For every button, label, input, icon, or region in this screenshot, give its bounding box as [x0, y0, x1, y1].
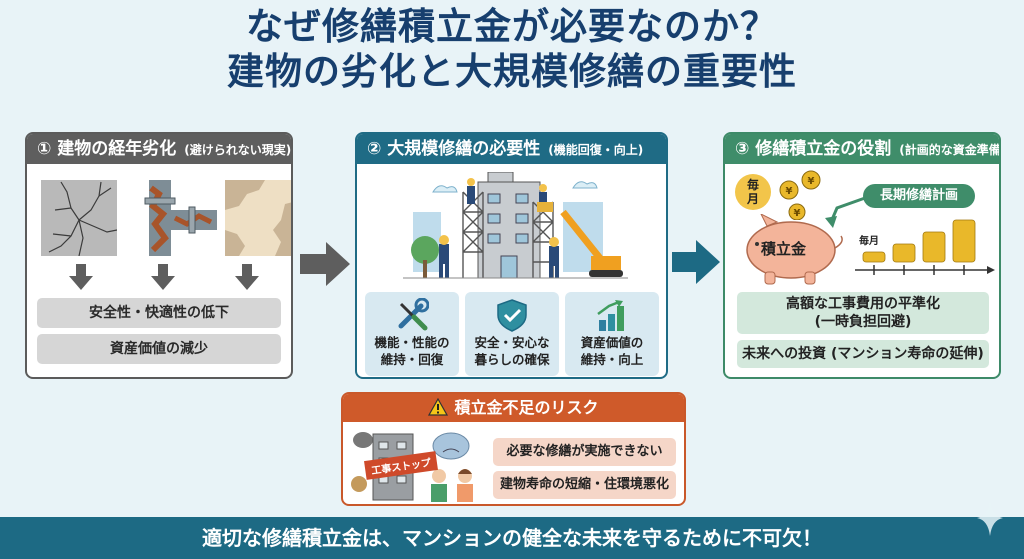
feature-3-line-2: 維持・向上 [580, 352, 644, 367]
title-line-2: 建物の劣化と大規模修繕の重要性 [227, 50, 797, 93]
section-2-subheading: (機能回復・向上) [548, 143, 644, 157]
shield-check-icon [497, 299, 527, 332]
piggy-bank-label: 積立金 [761, 240, 807, 258]
cracked-concrete-image [41, 180, 117, 256]
result-safety-decline: 安全性・快適性の低下 [37, 298, 281, 328]
section-1-header: ① 建物の経年劣化 (避けられない現実) [27, 134, 291, 164]
right-arrow-icon [672, 240, 720, 284]
title-line-1: なぜ修繕積立金が必要なのか？ [246, 5, 778, 48]
section-1-subheading: (避けられない現実) [184, 143, 292, 157]
feature-function-maintenance: 機能・性能の 維持・回復 [365, 292, 459, 376]
risk-shortened-lifespan: 建物寿命の短縮・住環境悪化 [493, 471, 676, 499]
svg-text:¥: ¥ [808, 176, 815, 187]
section-1-heading: ① 建物の経年劣化 [37, 139, 177, 159]
coin-stacks-growth [855, 219, 995, 275]
deterioration-images [41, 180, 291, 258]
warning-icon [428, 397, 449, 416]
benefit-cost-leveling: 高額な工事費用の平準化 (一時負担回避) [737, 292, 989, 334]
yen-coins-icon: ¥¥¥ [779, 170, 821, 220]
section-3-heading: ③ 修繕積立金の役割 [735, 139, 892, 159]
right-arrow-icon [300, 242, 350, 286]
section-insufficient-fund-risk: 積立金不足のリスク 工事ストップ 必要な修繕が実施できない 建物寿命の短縮・住環… [341, 392, 686, 506]
section-reserve-fund-role: ③ 修繕積立金の役割 (計画的な資金準備) 毎月 ¥¥¥ 積立金 長期修繕計画 … [723, 132, 1001, 379]
feature-1-line-2: 維持・回復 [380, 352, 444, 367]
curved-arrow-icon [825, 196, 866, 228]
feature-3-line-1: 資産価値の [580, 335, 644, 350]
feature-2-line-2: 暮らしの確保 [474, 352, 550, 367]
footer-message: 適切な修繕積立金は、マンションの健全な未来を守るために不可欠！ [202, 526, 822, 550]
piggy-bank-icon [746, 214, 843, 285]
result-asset-value-decline: 資産価値の減少 [37, 334, 281, 364]
monthly-badge: 毎月 [735, 174, 771, 210]
feature-asset-value: 資産価値の 維持・向上 [565, 292, 659, 376]
feature-safety-security: 安全・安心な 暮らしの確保 [465, 292, 559, 376]
section-building-deterioration: ① 建物の経年劣化 (避けられない現実) 安全性・快適性の低下 資産価値の減少 [25, 132, 293, 379]
feature-1-line-1: 機能・性能の [374, 335, 450, 350]
section-2-header: ② 大規模修繕の必要性 (機能回復・向上) [357, 134, 666, 164]
risk-heading: 積立金不足のリスク [454, 398, 599, 417]
peeling-wall-image [225, 180, 291, 256]
svg-text:¥: ¥ [786, 186, 793, 197]
risk-header: 積立金不足のリスク [343, 394, 684, 422]
sparkle-icon [977, 500, 1003, 536]
down-arrow-icon [235, 264, 259, 290]
rusty-pipe-image [144, 180, 217, 256]
section-2-heading: ② 大規模修繕の必要性 [367, 139, 541, 159]
stack-label: 毎月 [859, 236, 879, 247]
long-term-plan-badge: 長期修繕計画 [863, 184, 975, 208]
construction-scene-illustration [403, 172, 628, 279]
down-arrow-icon [151, 264, 175, 290]
wrench-screwdriver-icon [398, 298, 429, 331]
growth-chart-icon [597, 300, 624, 331]
benefit-1-line-2: (一時負担回避) [814, 314, 912, 330]
benefit-1-line-1: 高額な工事費用の平準化 [786, 296, 940, 312]
section-major-repair-necessity: ② 大規模修繕の必要性 (機能回復・向上) [355, 132, 668, 379]
section-3-subheading: (計画的な資金準備) [899, 143, 1001, 157]
risk-repair-not-possible: 必要な修繕が実施できない [493, 438, 676, 466]
down-arrow-icon [69, 264, 93, 290]
benefit-future-investment: 未来への投資 (マンション寿命の延伸) [737, 340, 989, 368]
svg-text:¥: ¥ [794, 208, 801, 219]
footer-banner: 適切な修繕積立金は、マンションの健全な未来を守るために不可欠！ [0, 517, 1024, 559]
feature-2-line-1: 安全・安心な [474, 335, 550, 350]
section-3-header: ③ 修繕積立金の役割 (計画的な資金準備) [725, 134, 999, 164]
page-title: なぜ修繕積立金が必要なのか？ 建物の劣化と大規模修繕の重要性 [0, 4, 1024, 94]
